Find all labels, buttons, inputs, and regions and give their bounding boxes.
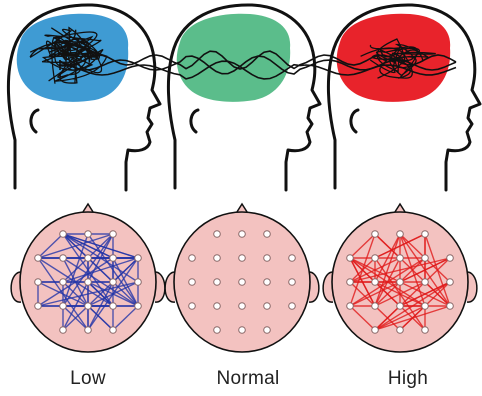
electrode-dot [239,327,246,334]
electrode-dot [214,279,221,286]
ear-high [351,110,358,132]
ear-low [31,110,38,132]
electrode-dot [289,303,296,310]
electrode-dot [289,255,296,262]
electrode-dot [372,231,379,238]
electrode-dot [422,255,429,262]
electrode-dot [110,231,117,238]
electrode-dot [264,279,271,286]
electrode-dot [239,279,246,286]
electrode-dot [372,279,379,286]
electrode-dot [60,327,67,334]
electrode-dot [214,327,221,334]
ear-normal [191,110,198,132]
electrode-dot [135,255,142,262]
electrode-dot [422,279,429,286]
scalp-map-normal [165,204,319,352]
electrode-dot [239,231,246,238]
electrode-dot [35,303,42,310]
electrode-dot [85,327,92,334]
electrode-dot [264,231,271,238]
electrode-dot [397,255,404,262]
electrode-dot [447,279,454,286]
electrode-dot [214,255,221,262]
electrode-dot [264,303,271,310]
electrode-dot [60,279,67,286]
electrode-dot [372,303,379,310]
electrode-dot [85,231,92,238]
electrode-dot [289,279,296,286]
electrode-dot [189,255,196,262]
electrode-dot [60,231,67,238]
electrode-dot [422,303,429,310]
electrode-dot [135,279,142,286]
electrode-dot [422,231,429,238]
electrode-dot [397,303,404,310]
electrode-dot [447,255,454,262]
electrode-dot [397,327,404,334]
electrode-dot [397,279,404,286]
electrode-dot [110,255,117,262]
electrode-dot [110,327,117,334]
electrode-dot [264,255,271,262]
electrode-dot [135,303,142,310]
scalp-map-low [11,204,165,352]
electrode-dot [85,255,92,262]
scalp-map-high [323,204,477,352]
electrode-dot [347,279,354,286]
head-profile-high [328,5,480,190]
electrode-dot [214,231,221,238]
electrode-dot [189,303,196,310]
electrode-dot [110,303,117,310]
electrode-dot [85,303,92,310]
electrode-dot [397,231,404,238]
caption-low: Low [28,368,148,390]
electrode-dot [372,327,379,334]
electrode-dot [60,255,67,262]
electrode-dot [347,255,354,262]
electrode-dot [447,303,454,310]
electrode-dot [60,303,67,310]
brain-normal [177,14,290,102]
caption-high: High [348,368,468,390]
electrode-dot [214,303,221,310]
electrode-dot [347,303,354,310]
electrode-dot [239,255,246,262]
electrode-dot [239,303,246,310]
electrode-dot [189,279,196,286]
electrode-dot [35,255,42,262]
caption-normal: Normal [188,368,308,390]
electrode-dot [264,327,271,334]
electrode-dot [110,279,117,286]
electrode-dot [422,327,429,334]
electrode-dot [372,255,379,262]
electrode-dot [85,279,92,286]
head-profile-normal [168,5,320,190]
electrode-dot [35,279,42,286]
